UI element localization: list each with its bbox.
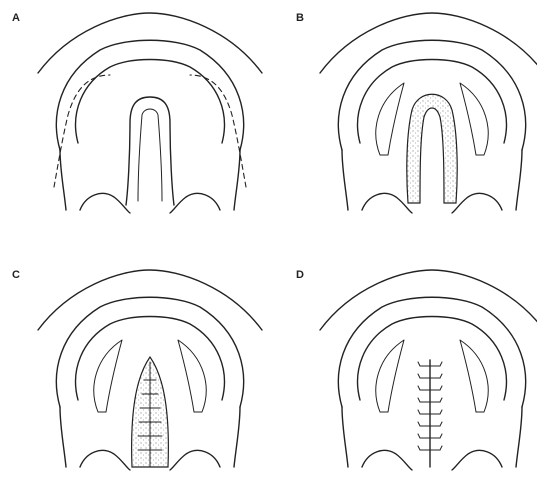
- panel-b: B: [296, 12, 537, 213]
- panel-label-c: C: [12, 269, 20, 281]
- panel-label-b: B: [296, 12, 304, 24]
- cleft-margin-raw: [407, 94, 457, 203]
- panel-d: D: [296, 269, 537, 470]
- panel-c: C: [12, 269, 262, 470]
- panel-label-d: D: [296, 269, 304, 281]
- panel-a: A: [12, 12, 262, 213]
- panel-label-a: A: [12, 12, 20, 24]
- palate-cleft: [126, 97, 174, 205]
